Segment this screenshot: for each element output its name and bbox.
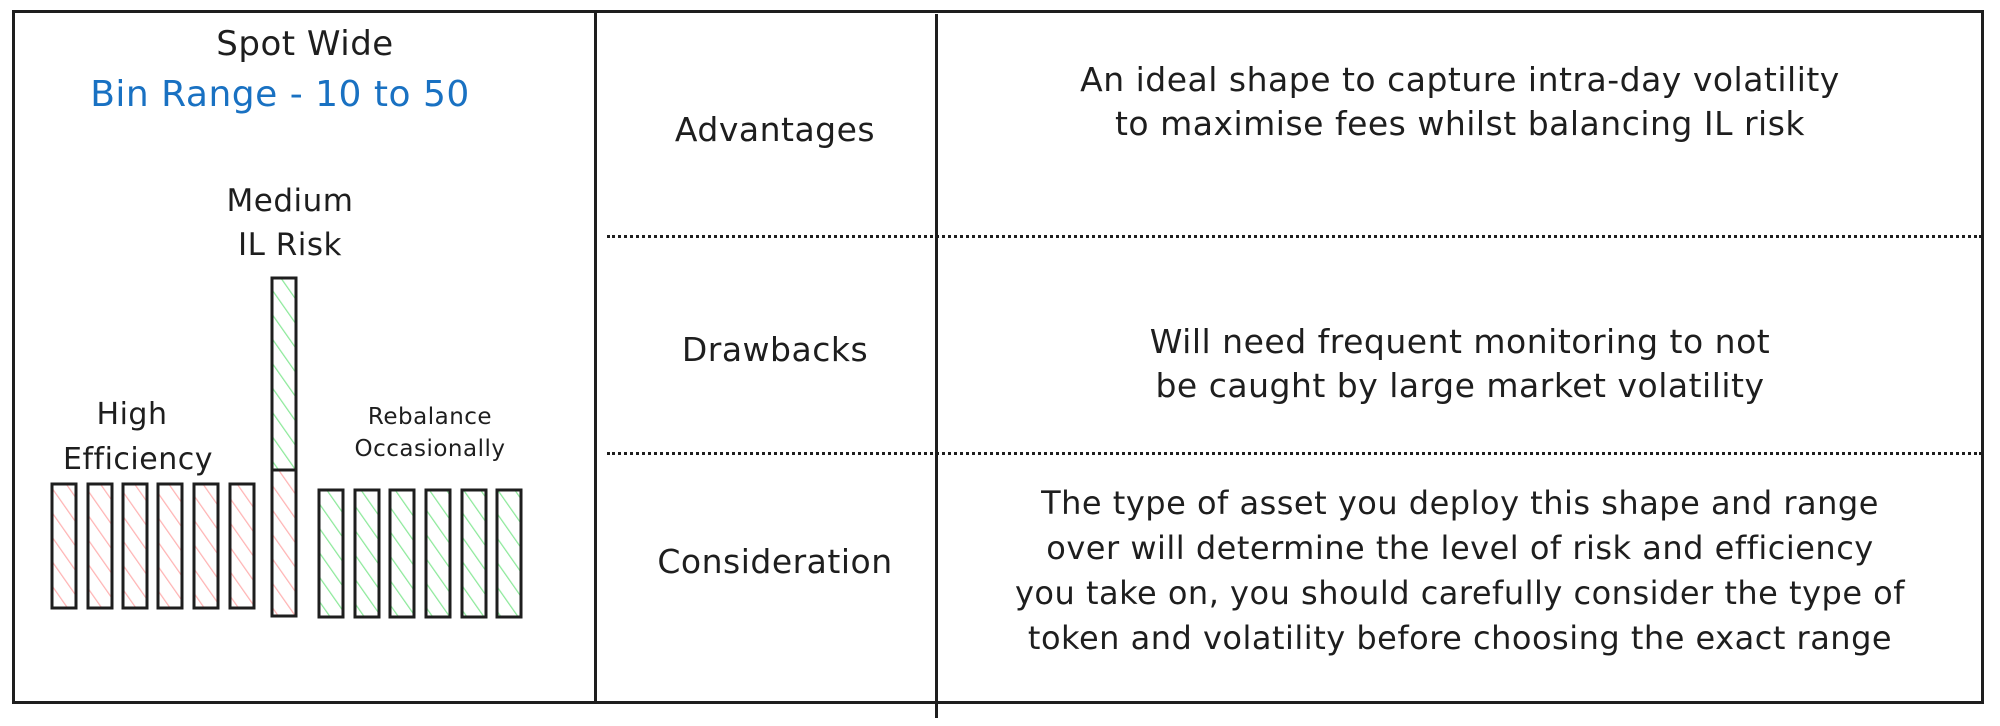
green-bin-bar-4 [424,488,452,619]
green-bin-bar-3 [388,488,416,619]
medium-il-risk-label-line-1: Medium [226,183,354,219]
green-bin-bar-2 [353,488,381,619]
advantages-text-line-2: to maximise fees whilst balancing IL ris… [1114,104,1806,143]
advantages-heading: Advantages [674,110,876,149]
table-frame [12,10,1984,704]
active-bin-bar-upper [270,276,298,472]
consideration-heading: Consideration [657,542,893,581]
shape-title: Spot Wide [216,24,394,64]
middle-column-divider [935,14,938,718]
drawbacks-text-line-1: Will need frequent monitoring to not [1149,322,1771,361]
row-divider-2 [607,452,1982,455]
drawbacks-heading: Drawbacks [681,330,869,369]
bin-range-subtitle: Bin Range - 10 to 50 [90,74,470,115]
red-bin-bar-2 [86,482,114,610]
left-column-divider [594,10,597,704]
red-bin-bar-6 [228,482,256,610]
row-divider-1 [607,235,1982,238]
consideration-text-line-4: token and volatility before choosing the… [1027,619,1893,657]
active-bin-bar-lower [270,468,298,618]
green-bin-bar-1 [317,488,345,619]
rebalance-label-line-2: Occasionally [354,436,506,462]
advantages-text-line-1: An ideal shape to capture intra-day vola… [1080,60,1840,99]
rebalance-label-line-1: Rebalance [367,404,493,430]
red-bin-bar-3 [121,482,149,610]
consideration-text-line-2: over will determine the level of risk an… [1046,529,1874,567]
red-bin-bar-4 [156,482,184,610]
high-efficiency-label-line-2: Efficiency [63,442,213,477]
medium-il-risk-label-line-2: IL Risk [237,227,343,263]
green-bin-bar-5 [460,488,488,619]
red-bin-bar-1 [50,482,78,610]
drawbacks-text-line-2: be caught by large market volatility [1155,366,1765,405]
consideration-text-line-3: you take on, you should carefully consid… [1014,574,1906,612]
red-bin-bar-5 [192,482,220,610]
green-bin-bar-6 [495,488,523,619]
high-efficiency-label-line-1: High [96,397,168,432]
consideration-text-line-1: The type of asset you deploy this shape … [1041,484,1879,522]
